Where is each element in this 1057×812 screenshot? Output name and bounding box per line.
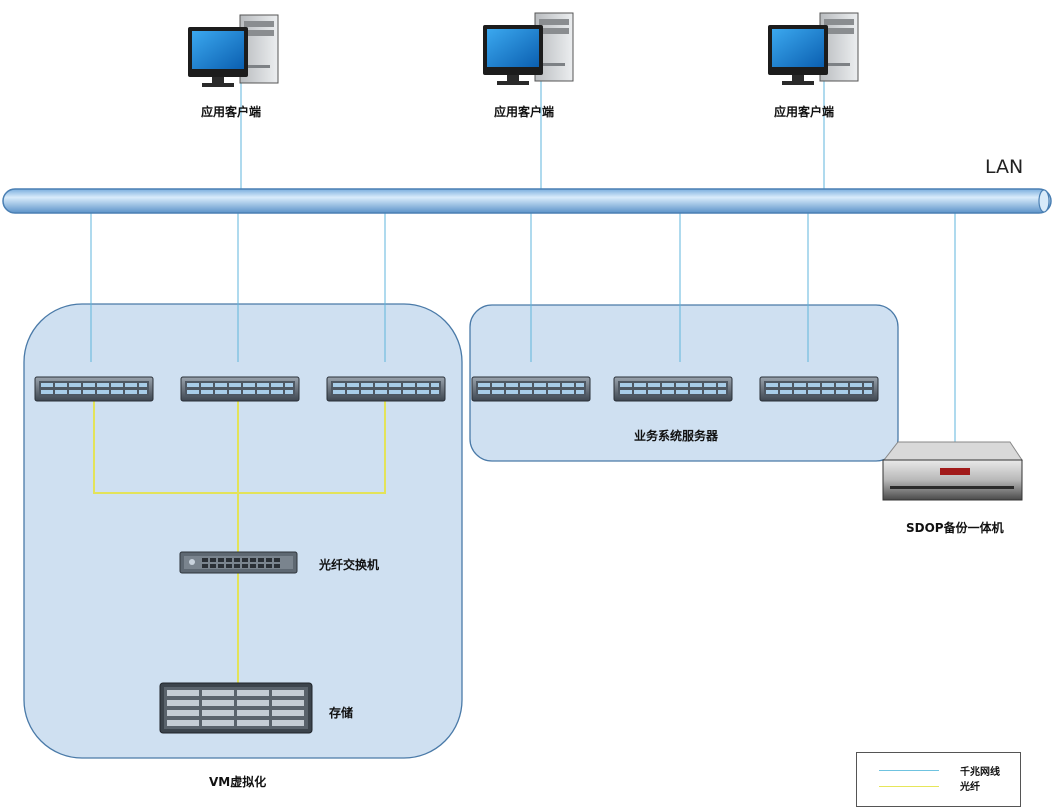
vm-server-icon (326, 376, 446, 402)
legend-ethernet-swatch (879, 770, 939, 771)
backup-appliance-icon (882, 441, 1023, 501)
client-label: 应用客户端 (774, 105, 835, 119)
legend-ethernet-label: 千兆网线 (960, 767, 1000, 778)
vm-group-label: VM虚拟化 (209, 775, 267, 789)
vm-group-container (23, 303, 463, 759)
backup-label: SDOP备份一体机 (906, 521, 1004, 535)
client-ethernet-links (240, 80, 825, 191)
storage-label: 存储 (329, 706, 354, 720)
client-pc-icon (482, 12, 574, 86)
vm-server-icon (180, 376, 300, 402)
lan-backbone (2, 188, 1052, 214)
business-server-icon (613, 376, 733, 402)
fiber-links (93, 401, 386, 683)
server-ethernet-links (90, 213, 956, 444)
lan-label: LAN (985, 156, 1024, 178)
client-label: 应用客户端 (201, 105, 262, 119)
fiber-switch-label: 光纤交换机 (319, 558, 380, 572)
legend-fiber-label: 光纤 (960, 782, 980, 793)
fiber-switch-icon (179, 551, 298, 574)
storage-array-icon (159, 682, 313, 734)
client-pc-icon (187, 14, 279, 88)
client-label: 应用客户端 (494, 105, 555, 119)
legend-fiber-swatch (879, 786, 939, 787)
business-server-icon (759, 376, 879, 402)
client-pc-icon (767, 12, 859, 86)
vm-server-icon (34, 376, 154, 402)
legend: 千兆网线 光纤 (856, 752, 1021, 807)
business-group-label: 业务系统服务器 (634, 429, 719, 443)
business-server-icon (471, 376, 591, 402)
